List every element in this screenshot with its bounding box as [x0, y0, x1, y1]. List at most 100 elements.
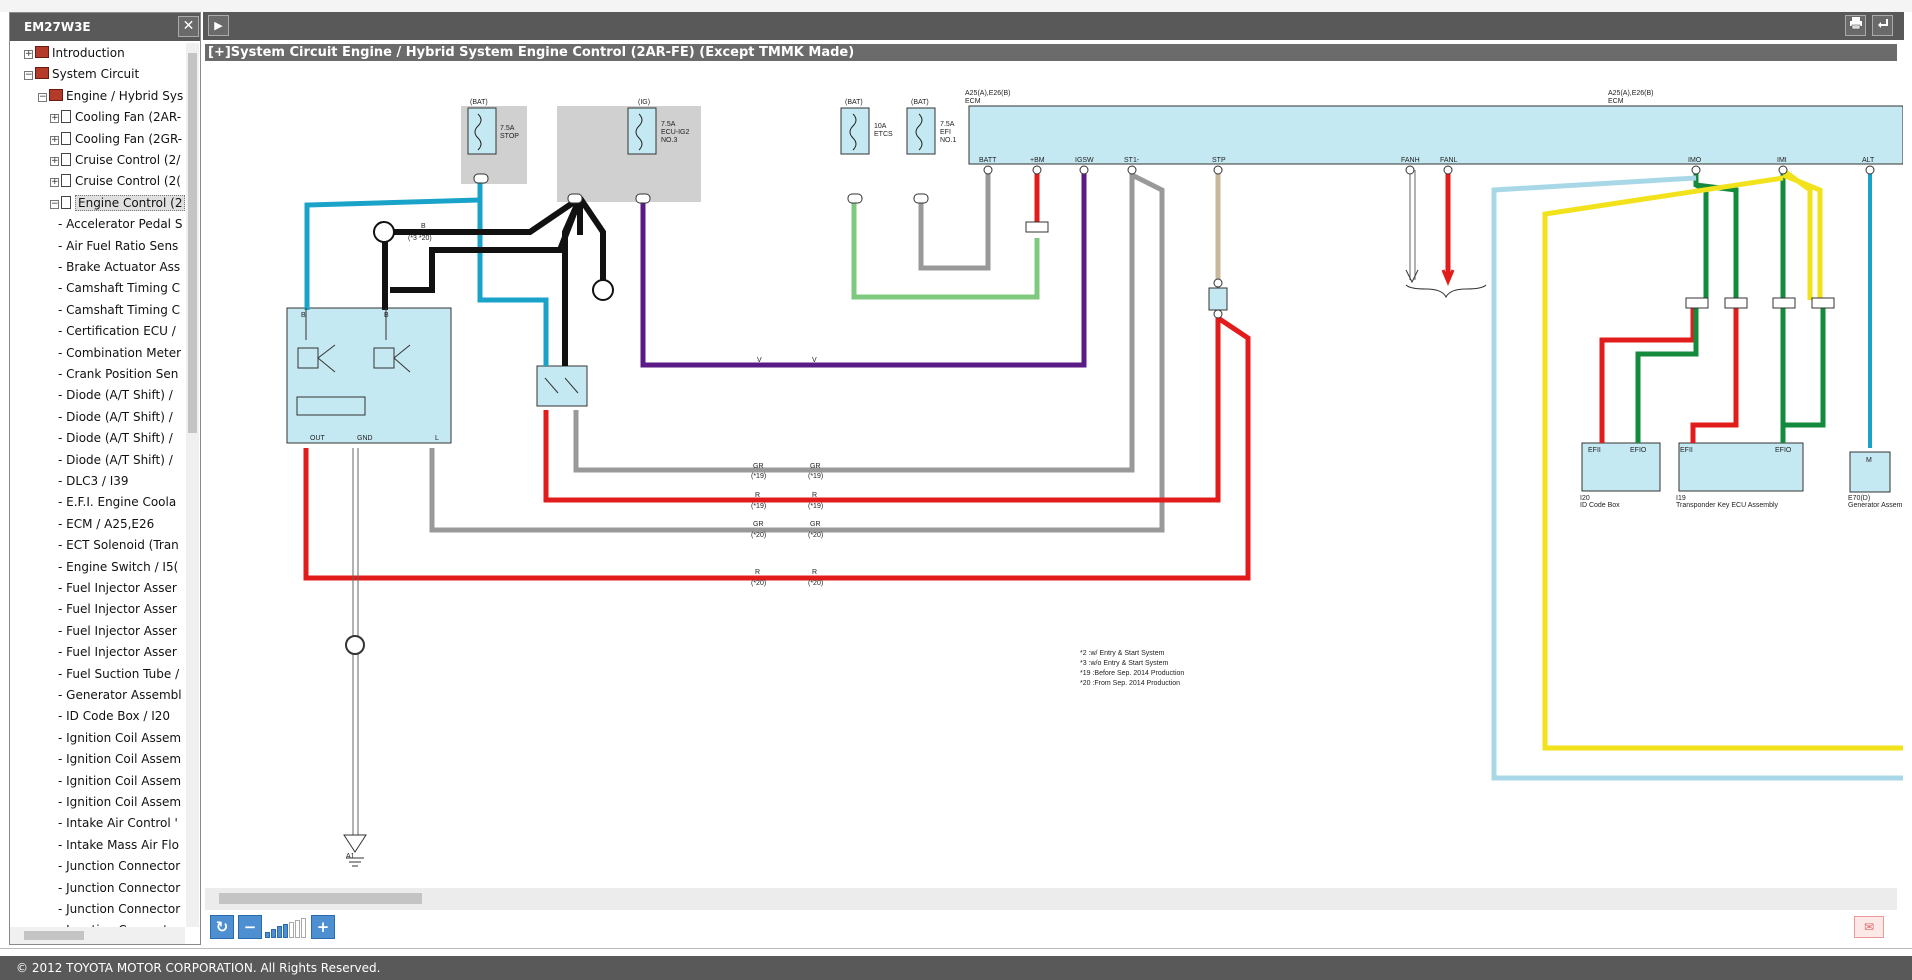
- svg-text:R: R: [812, 569, 817, 576]
- svg-text:(*3 *20): (*3 *20): [408, 235, 432, 242]
- tree-item[interactable]: −System Circuit: [24, 64, 139, 84]
- tree-item[interactable]: - Fuel Injector Asser: [58, 642, 177, 662]
- zoom-level-step[interactable]: [295, 920, 300, 938]
- tree-item[interactable]: - Fuel Injector Asser: [58, 599, 177, 619]
- tree-item[interactable]: - Diode (A/T Shift) /: [58, 428, 173, 448]
- expand-icon[interactable]: +: [50, 113, 59, 124]
- top-strip: [0, 0, 1912, 12]
- tree-item[interactable]: - Ignition Coil Assem: [58, 771, 181, 791]
- tree-hscroll-thumb[interactable]: [24, 931, 84, 940]
- tree-item[interactable]: - Intake Air Control ': [58, 813, 178, 833]
- svg-text:B: B: [301, 312, 306, 319]
- tree-item-label: - ECT Solenoid (Tran: [58, 538, 179, 553]
- tree-item[interactable]: - Junction Connector: [58, 878, 180, 898]
- collapse-icon[interactable]: −: [38, 91, 47, 102]
- expand-icon[interactable]: +: [50, 134, 59, 145]
- tree-item[interactable]: - ECM / A25,E26: [58, 514, 154, 534]
- tree-item[interactable]: - Junction Connector: [58, 856, 180, 876]
- tree-item[interactable]: - Junction Connector: [58, 920, 180, 927]
- tree-item[interactable]: - Engine Switch / I5(: [58, 557, 178, 577]
- expand-icon[interactable]: +: [24, 49, 33, 59]
- tree-item[interactable]: - Crank Position Sen: [58, 364, 178, 384]
- tree-item[interactable]: - Ignition Coil Assem: [58, 792, 181, 812]
- svg-text:*3 :w/o Entry & Start System: *3 :w/o Entry & Start System: [1080, 660, 1168, 667]
- tree-item-label: - Fuel Injector Asser: [58, 623, 177, 638]
- tree-item[interactable]: - ECT Solenoid (Tran: [58, 535, 179, 555]
- print-icon[interactable]: [1845, 15, 1866, 36]
- tree-item[interactable]: - Air Fuel Ratio Sens: [58, 236, 178, 256]
- tree-item[interactable]: - Camshaft Timing C: [58, 300, 180, 320]
- expand-icon[interactable]: +: [50, 177, 59, 188]
- tree-item[interactable]: - Fuel Injector Asser: [58, 578, 177, 598]
- exit-icon[interactable]: [1872, 15, 1893, 36]
- diagram-horizontal-scrollbar[interactable]: [205, 888, 1897, 910]
- tree-item[interactable]: - Junction Connector: [58, 899, 180, 919]
- zoom-level-step[interactable]: [283, 924, 288, 938]
- tree-horizontal-scrollbar[interactable]: [10, 927, 185, 944]
- tree-item[interactable]: - Fuel Injector Asser: [58, 621, 177, 641]
- tree-item[interactable]: - Accelerator Pedal S: [58, 214, 182, 234]
- tree-item[interactable]: +Cooling Fan (2GR-: [50, 129, 182, 149]
- svg-text:E70(D): E70(D): [1848, 495, 1870, 502]
- svg-text:10A: 10A: [874, 123, 887, 130]
- zoom-in-icon[interactable]: +: [311, 915, 335, 939]
- svg-text:I20: I20: [1580, 495, 1590, 502]
- tree-item-label: - Accelerator Pedal S: [58, 217, 183, 232]
- tree-item[interactable]: − Engine Control (2: [50, 193, 185, 213]
- tree-item[interactable]: + Cruise Control (2/: [50, 150, 180, 170]
- tree-item-label: Cruise Control (2/: [75, 153, 181, 167]
- zoom-level-step[interactable]: [301, 918, 306, 938]
- tree-item[interactable]: - E.F.I. Engine Coola: [58, 492, 176, 512]
- tree-item[interactable]: - Diode (A/T Shift) /: [58, 385, 173, 405]
- tree-item[interactable]: - ID Code Box / I20: [58, 706, 170, 726]
- comment-icon[interactable]: ✉: [1854, 916, 1884, 938]
- tree-item[interactable]: +Cruise Control (2(: [50, 171, 181, 191]
- tree-item-label: - DLC3 / I39: [58, 474, 129, 488]
- tree-scroll-thumb[interactable]: [188, 53, 197, 433]
- close-button[interactable]: ✕: [178, 16, 199, 37]
- tree-item[interactable]: - Camshaft Timing C: [58, 278, 180, 298]
- tree-item[interactable]: −Engine / Hybrid Sys: [38, 86, 183, 106]
- wiring-diagram-canvas[interactable]: (BAT) 7.5A STOP (IG) 7.5A ECU-IG2 NO.3 (…: [203, 62, 1903, 888]
- zoom-level-step[interactable]: [289, 922, 294, 938]
- svg-text:ECM: ECM: [965, 98, 981, 105]
- tree-item[interactable]: - Fuel Suction Tube /: [58, 664, 179, 684]
- expand-icon[interactable]: +: [50, 156, 59, 166]
- tree-item-label: - Camshaft Timing C: [58, 281, 181, 296]
- tree-item[interactable]: - Intake Mass Air Flo: [58, 835, 179, 855]
- tree-item[interactable]: - Ignition Coil Assem: [58, 728, 181, 748]
- zoom-level-step[interactable]: [277, 926, 282, 938]
- tree-item[interactable]: - Generator Assembl: [58, 685, 182, 705]
- expand-panel-button[interactable]: ▶: [208, 15, 229, 36]
- tree-item[interactable]: - Diode (A/T Shift) /: [58, 450, 173, 470]
- tree-item[interactable]: - Ignition Coil Assem: [58, 749, 181, 769]
- collapse-icon[interactable]: −: [24, 70, 33, 81]
- tree-item[interactable]: - Combination Meter: [58, 343, 181, 363]
- svg-text:(BAT): (BAT): [845, 99, 863, 106]
- zoom-out-icon[interactable]: −: [238, 915, 262, 939]
- tree-item[interactable]: - Certification ECU /: [58, 321, 176, 341]
- tree-item-label: - Brake Actuator Ass: [58, 260, 181, 274]
- tree-vertical-scrollbar[interactable]: [186, 43, 199, 927]
- zoom-level-step[interactable]: [271, 929, 276, 938]
- toc-tree: +Introduction−System Circuit−Engine / Hy…: [10, 43, 185, 927]
- collapse-icon[interactable]: −: [50, 198, 59, 209]
- tree-item-label: Engine Control (2: [75, 194, 185, 211]
- tree-item-label: - Fuel Injector Asser: [58, 602, 177, 617]
- tree-item[interactable]: - DLC3 / I39: [58, 471, 129, 491]
- tree-item-label: - Engine Switch / I5(: [58, 559, 179, 574]
- tree-item[interactable]: +Cooling Fan (2AR-: [50, 107, 181, 127]
- tree-item[interactable]: +Introduction: [24, 43, 125, 63]
- svg-text:FANL: FANL: [1440, 157, 1458, 164]
- tree-item-label: - Diode (A/T Shift) /: [58, 431, 173, 446]
- tree-item-label: - Fuel Injector Asser: [58, 581, 177, 595]
- transponder-key-ecu: [1678, 442, 1804, 492]
- tree-item[interactable]: - Diode (A/T Shift) /: [58, 407, 173, 427]
- wiring-diagram: (BAT) 7.5A STOP (IG) 7.5A ECU-IG2 NO.3 (…: [286, 90, 1903, 867]
- svg-text:7.5A: 7.5A: [500, 125, 515, 132]
- diagram-scroll-thumb[interactable]: [219, 893, 422, 904]
- refresh-icon[interactable]: ↻: [210, 915, 234, 939]
- tree-item[interactable]: - Brake Actuator Ass: [58, 257, 180, 277]
- svg-text:(IG): (IG): [638, 99, 650, 106]
- zoom-level-step[interactable]: [265, 932, 270, 938]
